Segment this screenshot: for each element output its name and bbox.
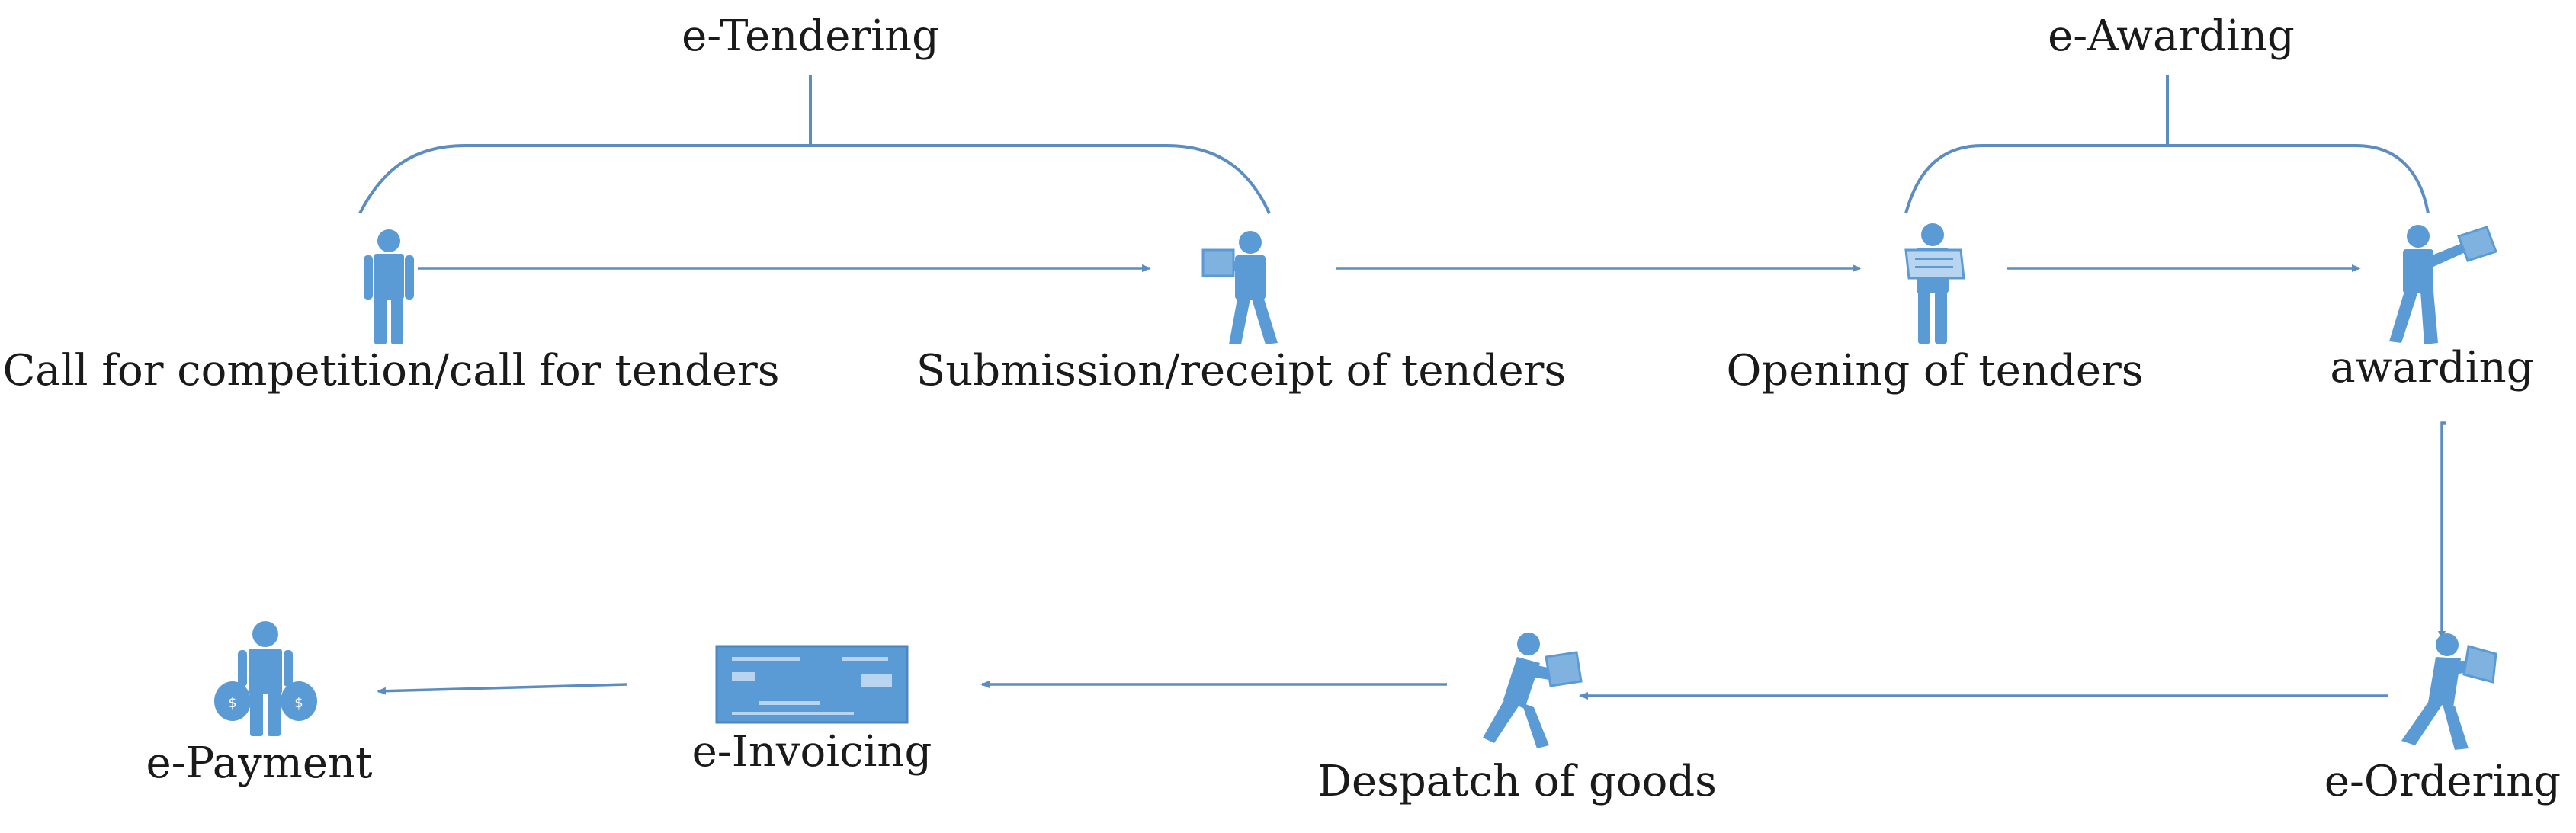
standing-person-icon [364,229,414,344]
flow-arrows [377,264,2446,700]
person-with-money-bags-icon: $ $ [214,621,317,736]
arrow-invoicing-to-payment [377,683,628,695]
step-label-invoicing: e-Invoicing [692,727,932,777]
person-carrying-box-icon [2401,633,2497,750]
step-label-despatch: Despatch of goods [1317,757,1717,806]
step-label-payment: e-Payment [146,738,373,788]
arrow-awarding-to-ordering [2438,421,2446,640]
step-label-call: Call for competition/call for tenders [2,346,779,396]
svg-text:$: $ [228,695,236,711]
tendering-brace [358,75,1271,214]
person-handing-document-icon [2389,225,2497,344]
step-label-ordering: e-Ordering [2324,757,2561,806]
person-submitting-document-icon [1201,231,1278,344]
person-pushing-box-icon [1483,633,1583,748]
e-awarding-title: e-Awarding [2048,11,2295,61]
person-reading-document-icon [1904,223,1965,344]
svg-text:$: $ [294,695,303,711]
invoice-document-icon [715,645,909,724]
e-tendering-title: e-Tendering [682,11,939,61]
step-label-submission: Submission/receipt of tenders [916,346,1566,396]
step-label-awarding: awarding [2330,343,2533,392]
awarding-brace [1904,75,2430,214]
step-label-opening: Opening of tenders [1726,346,2143,396]
